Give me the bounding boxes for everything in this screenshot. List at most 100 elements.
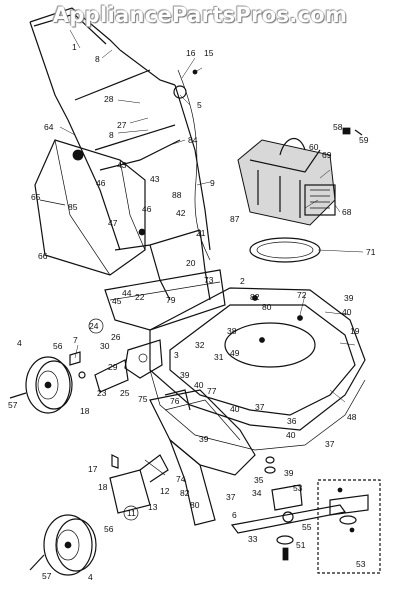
callout: 37 — [226, 492, 236, 502]
inset-label: 53 — [356, 559, 366, 569]
callout: 57 — [42, 571, 52, 581]
callout: 80 — [262, 302, 272, 312]
callout: 87 — [230, 214, 240, 224]
callout: 7 — [73, 335, 78, 345]
callout: 66 — [38, 251, 48, 261]
callout: 57 — [8, 400, 18, 410]
callout: 64 — [44, 122, 54, 132]
callout: 49 — [230, 348, 240, 358]
callout: 13 — [148, 502, 158, 512]
discharge-chute — [149, 389, 256, 476]
callout: 76 — [170, 396, 180, 406]
callout: 34 — [252, 488, 262, 498]
callout: 73 — [204, 275, 214, 285]
callout: 4 — [88, 572, 93, 582]
blade-assembly — [230, 456, 347, 561]
callout: 18 — [98, 482, 108, 492]
bolt-58-59 — [342, 127, 363, 136]
callout: 47 — [108, 218, 118, 228]
callout: 16 — [186, 48, 196, 58]
callout: 44 — [122, 288, 132, 298]
callout: 2 — [240, 276, 245, 286]
callout: 84 — [188, 135, 198, 145]
callout: 5 — [197, 100, 202, 110]
callout: 33 — [248, 534, 258, 544]
callout-labels: 1 8 16 15 5 28 27 8 64 84 43 43 46 85 88… — [8, 42, 376, 582]
callout: 9 — [210, 178, 215, 188]
callout: 46 — [142, 204, 152, 214]
callout: 77 — [207, 386, 217, 396]
callout: 32 — [195, 340, 205, 350]
callout: 39 — [284, 468, 294, 478]
callout: 39 — [180, 370, 190, 380]
callout: 38 — [227, 326, 237, 336]
callout: 82 — [250, 292, 260, 302]
callout: 19 — [350, 326, 360, 336]
callout: 11 — [127, 508, 136, 518]
callout: 56 — [53, 341, 63, 351]
rear-wheel — [9, 356, 73, 414]
callout: 69 — [322, 150, 332, 160]
circle-marker — [88, 318, 104, 334]
callout: 23 — [97, 388, 107, 398]
callout: 68 — [342, 207, 352, 217]
callout: 55 — [302, 522, 312, 532]
mower-deck — [149, 287, 366, 451]
callout: 80 — [190, 500, 200, 510]
callout: 24 — [89, 321, 99, 331]
callout: 53 — [293, 483, 303, 493]
callout: 59 — [359, 135, 369, 145]
callout: 51 — [296, 540, 306, 550]
callout: 45 — [112, 296, 122, 306]
callout: 37 — [325, 439, 335, 449]
callout: 39 — [344, 293, 354, 303]
callout: 39 — [199, 434, 209, 444]
callout: 36 — [287, 416, 297, 426]
rear-axle-parts — [69, 351, 86, 379]
callout: 40 — [194, 380, 204, 390]
callout: 21 — [196, 228, 206, 238]
height-adjuster-plate — [94, 339, 163, 393]
callout: 17 — [88, 464, 98, 474]
watermark: AppliancePartsPros.com — [52, 3, 348, 27]
callout: 82 — [180, 488, 190, 498]
callout: 88 — [172, 190, 182, 200]
callout: 37 — [255, 402, 265, 412]
callout: 56 — [104, 524, 114, 534]
grass-catcher-bag — [34, 139, 146, 276]
callout: 30 — [100, 341, 110, 351]
callout: 46 — [96, 178, 106, 188]
callout: 60 — [309, 142, 319, 152]
circle-marker — [123, 505, 139, 521]
callout: 42 — [176, 208, 186, 218]
rear-baffle — [104, 269, 226, 331]
callout: 72 — [297, 290, 307, 300]
callout: 27 — [117, 120, 127, 130]
callout: 71 — [366, 247, 376, 257]
callout: 12 — [160, 486, 170, 496]
leader-lines — [59, 29, 364, 403]
front-height-adjuster — [109, 454, 169, 514]
callout: 8 — [95, 54, 100, 64]
chute-deflector — [168, 438, 216, 526]
callout: 85 — [68, 202, 78, 212]
engine — [237, 138, 336, 226]
callout: 65 — [31, 192, 41, 202]
callout: 31 — [214, 352, 224, 362]
callout: 25 — [120, 388, 130, 398]
callout: 48 — [347, 412, 357, 422]
engine-gasket — [249, 237, 321, 263]
callout: 6 — [232, 510, 237, 520]
callout: 26 — [111, 332, 121, 342]
callout: 40 — [286, 430, 296, 440]
callout: 35 — [254, 475, 264, 485]
upper-handle — [29, 7, 211, 251]
callout: 22 — [135, 292, 145, 302]
callout: 79 — [166, 295, 176, 305]
callout: 3 — [174, 350, 179, 360]
callout: 4 — [17, 338, 22, 348]
callout: 8 — [109, 130, 114, 140]
callout: 28 — [104, 94, 114, 104]
